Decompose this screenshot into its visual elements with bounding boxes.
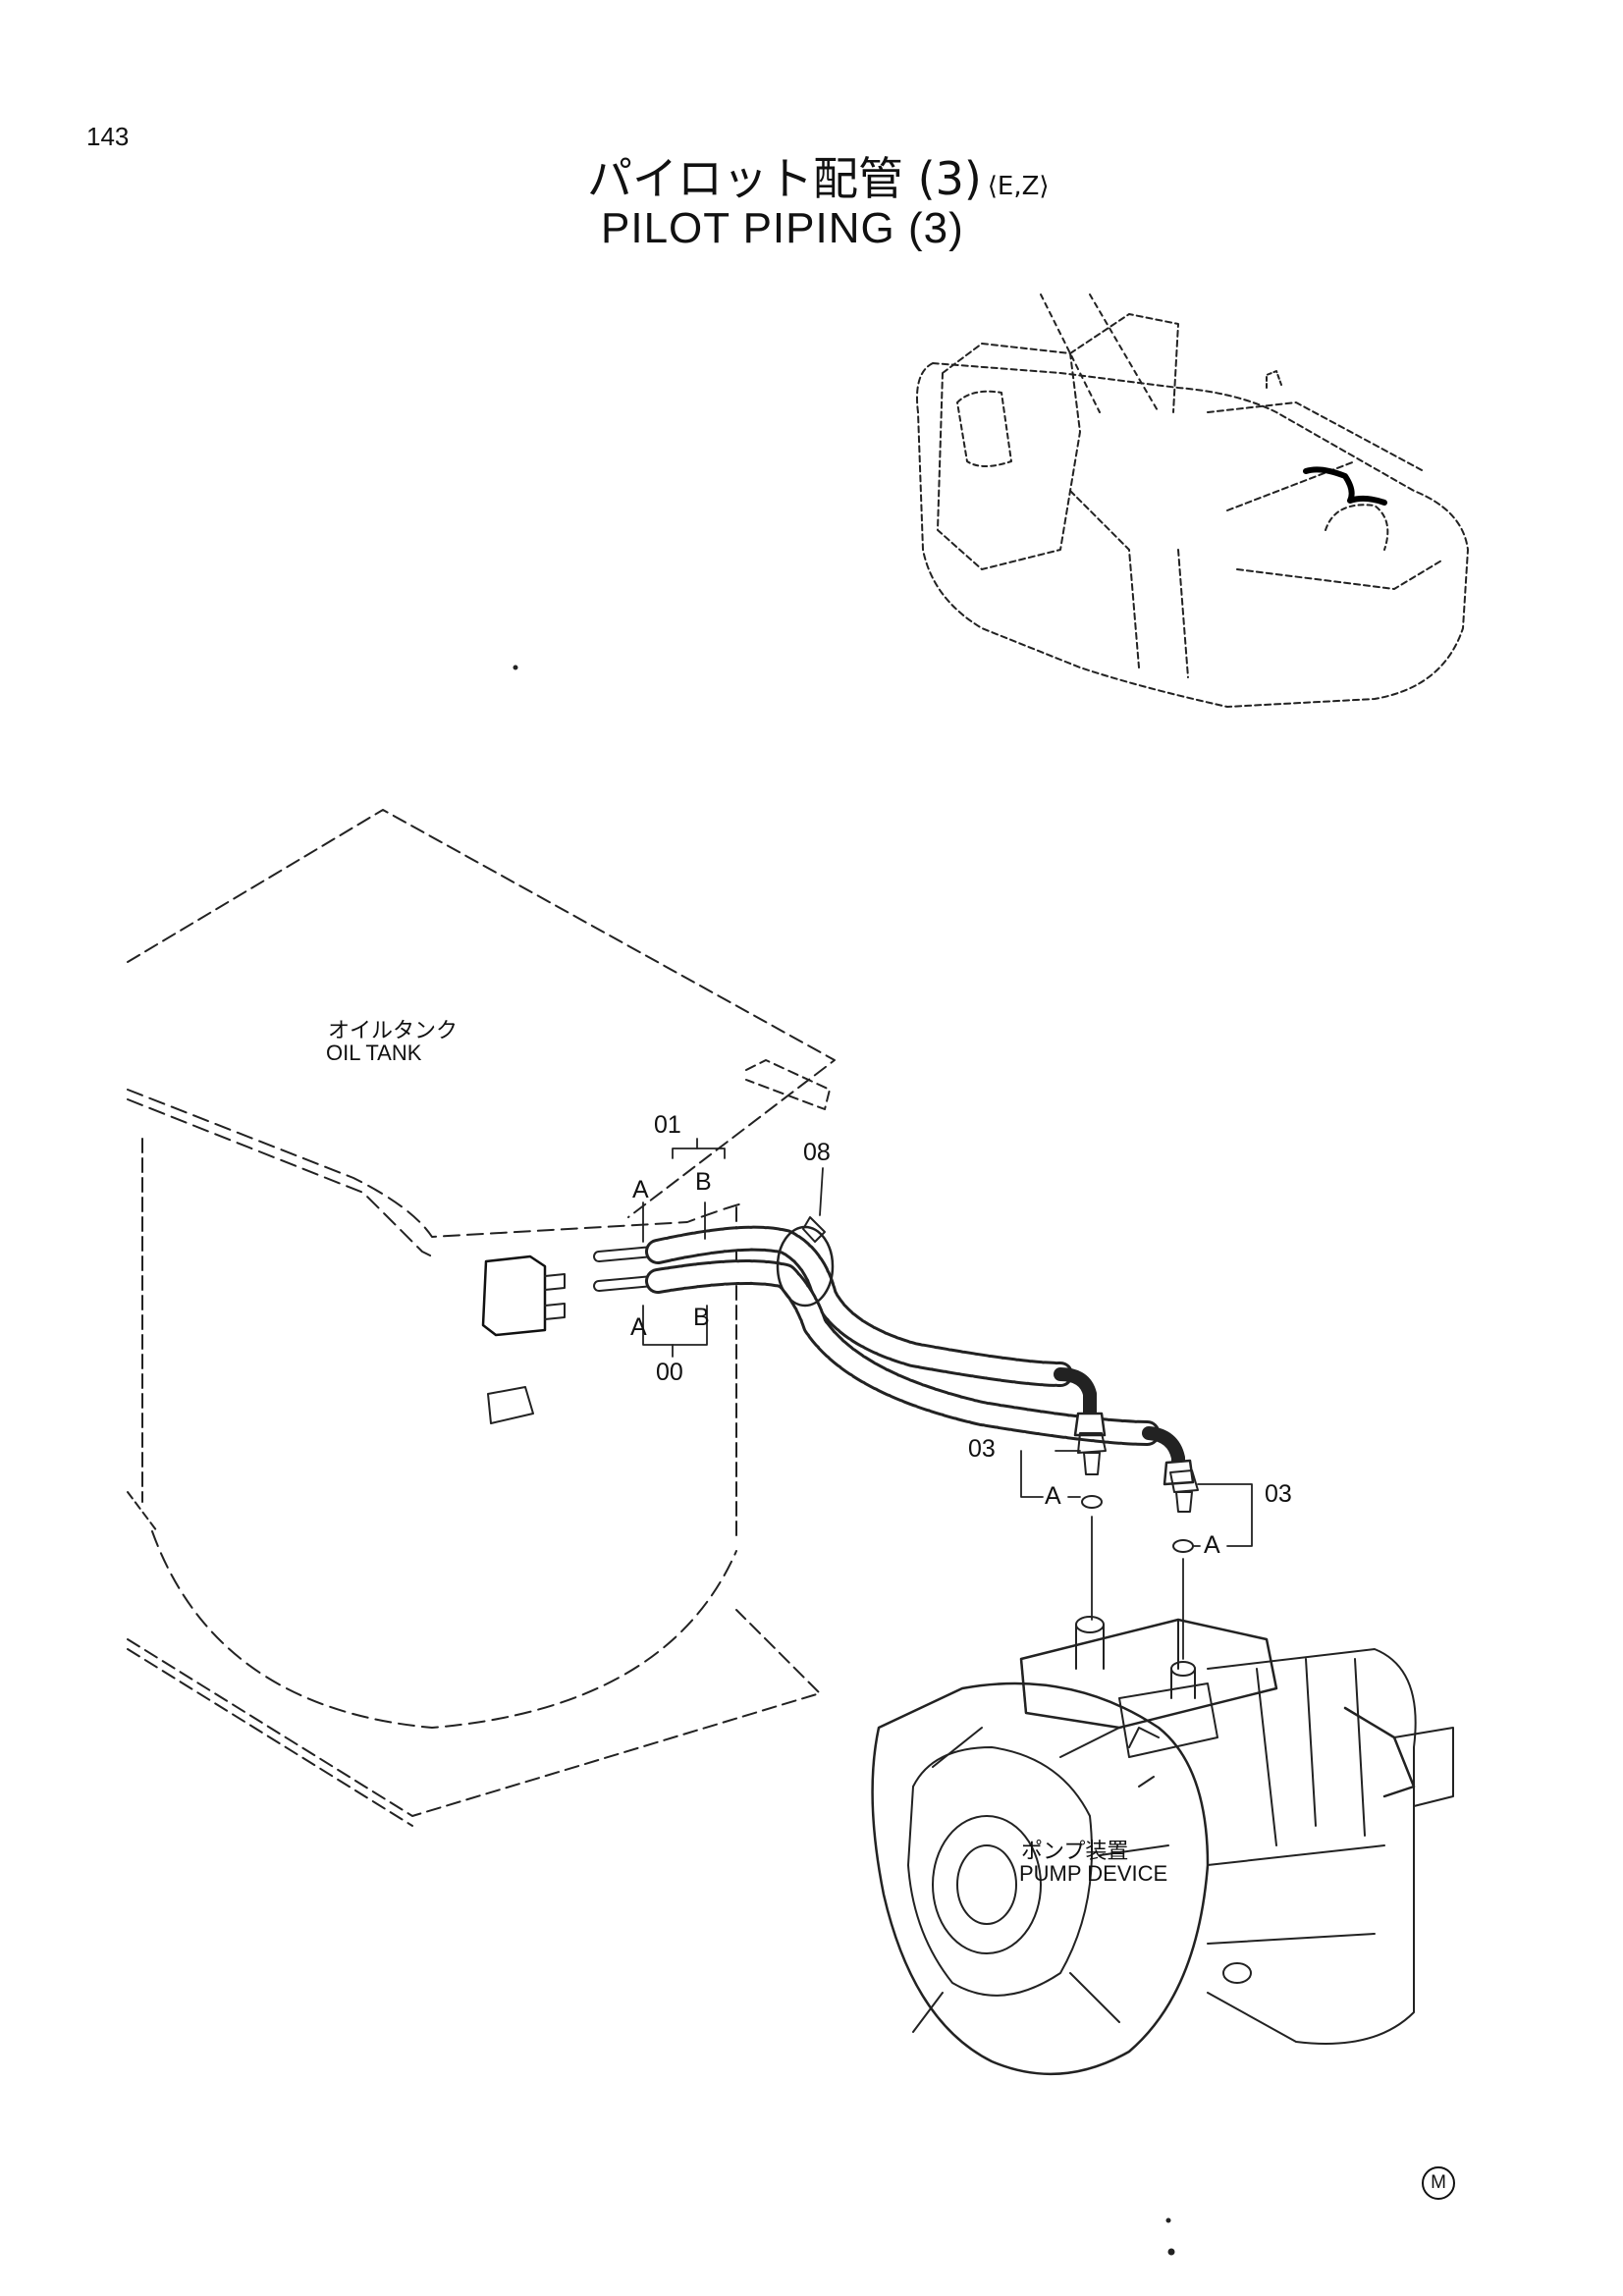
adapter-left-a: A (1045, 1482, 1061, 1510)
part-number-08: 08 (803, 1139, 831, 1166)
clamp (776, 1216, 835, 1308)
oil-tank (127, 809, 836, 1827)
machine-overview (916, 294, 1469, 708)
pump-device-label-ja: ポンプ装置 (1021, 1840, 1129, 1864)
part-number-03-right: 03 (1265, 1480, 1292, 1508)
page-title-english: PILOT PIPING (3) (601, 204, 964, 252)
hose-01-end-a: A (632, 1176, 649, 1203)
oil-tank-label-en: OIL TANK (326, 1041, 422, 1065)
part-number-00: 00 (656, 1359, 683, 1386)
hose-00-end-b: B (693, 1304, 710, 1331)
page-title-japanese: パイロット配管 (3)⟨E,Z⟩ (587, 143, 1050, 208)
pump-device-label-en: PUMP DEVICE (1019, 1861, 1168, 1886)
pilot-hoses (593, 1225, 1195, 1486)
pump-device (871, 1616, 1454, 2076)
title-ja-text: パイロット配管 (3) (587, 152, 982, 205)
stray-marks (513, 665, 1175, 2256)
leader-lines (642, 1138, 1253, 1660)
model-variant: ⟨E,Z⟩ (987, 172, 1050, 201)
part-number-03-left: 03 (968, 1435, 996, 1463)
adapter-right-a: A (1204, 1531, 1220, 1559)
corner-mark: M (1422, 2166, 1455, 2200)
adapter-right (1169, 1469, 1199, 1553)
page-number: 143 (86, 122, 130, 151)
part-number-01: 01 (654, 1111, 681, 1139)
oil-tank-label-ja: オイルタンク (328, 1019, 459, 1043)
adapter-left (1077, 1432, 1107, 1509)
hose-01-end-b: B (695, 1168, 712, 1196)
hose-00-end-a: A (630, 1313, 647, 1341)
